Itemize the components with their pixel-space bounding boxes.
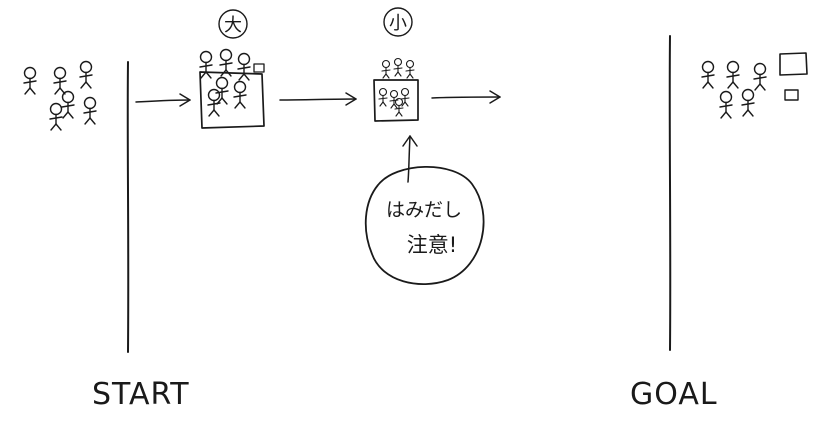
large-box-tag-text: 大 xyxy=(224,15,242,36)
arrow-small-to-goal xyxy=(431,90,501,104)
arrow-start-to-large xyxy=(135,93,191,107)
arrow-large-to-small xyxy=(279,92,357,106)
small-box xyxy=(373,57,419,122)
warning-arrow xyxy=(402,135,418,183)
warning-bubble: はみだし 注意! xyxy=(364,166,485,285)
warning-line1: はみだし xyxy=(386,199,462,221)
goal-label: GOAL xyxy=(630,377,718,412)
small-box-tag: 小 xyxy=(383,7,413,37)
large-box-tag: 大 xyxy=(218,9,248,39)
large-box xyxy=(199,48,265,129)
goal-line xyxy=(668,35,672,351)
start-label: START xyxy=(92,377,190,412)
start-people-group xyxy=(23,60,97,131)
goal-people-group xyxy=(701,52,808,119)
warning-line2: 注意! xyxy=(407,233,457,257)
start-line xyxy=(126,61,130,353)
small-box-tag-text: 小 xyxy=(389,13,407,34)
